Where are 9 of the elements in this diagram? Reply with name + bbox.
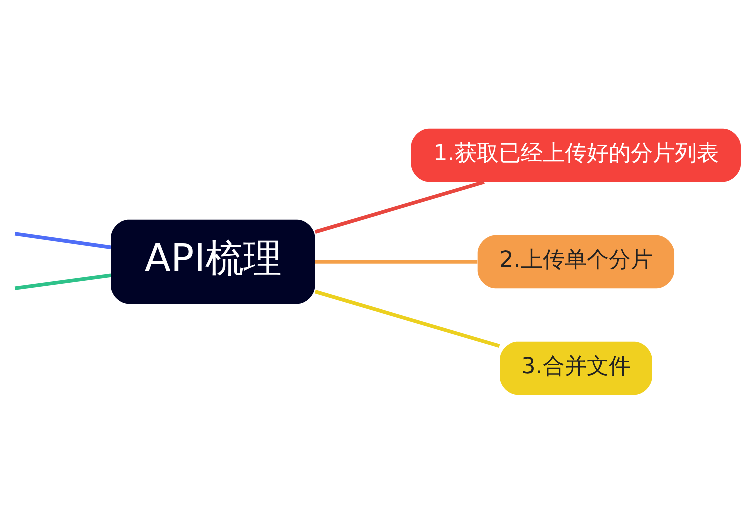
node-box: 1.获取已经上传好的分片列表 bbox=[411, 128, 742, 182]
connector bbox=[14, 274, 112, 290]
node-box: 3.合并文件 bbox=[500, 342, 652, 396]
connector bbox=[314, 180, 485, 234]
connector bbox=[314, 290, 500, 348]
node-box: 2.上传单个分片 bbox=[478, 235, 675, 289]
connector bbox=[14, 232, 112, 250]
node-box: API梳理 bbox=[111, 220, 316, 304]
connector bbox=[315, 260, 478, 264]
